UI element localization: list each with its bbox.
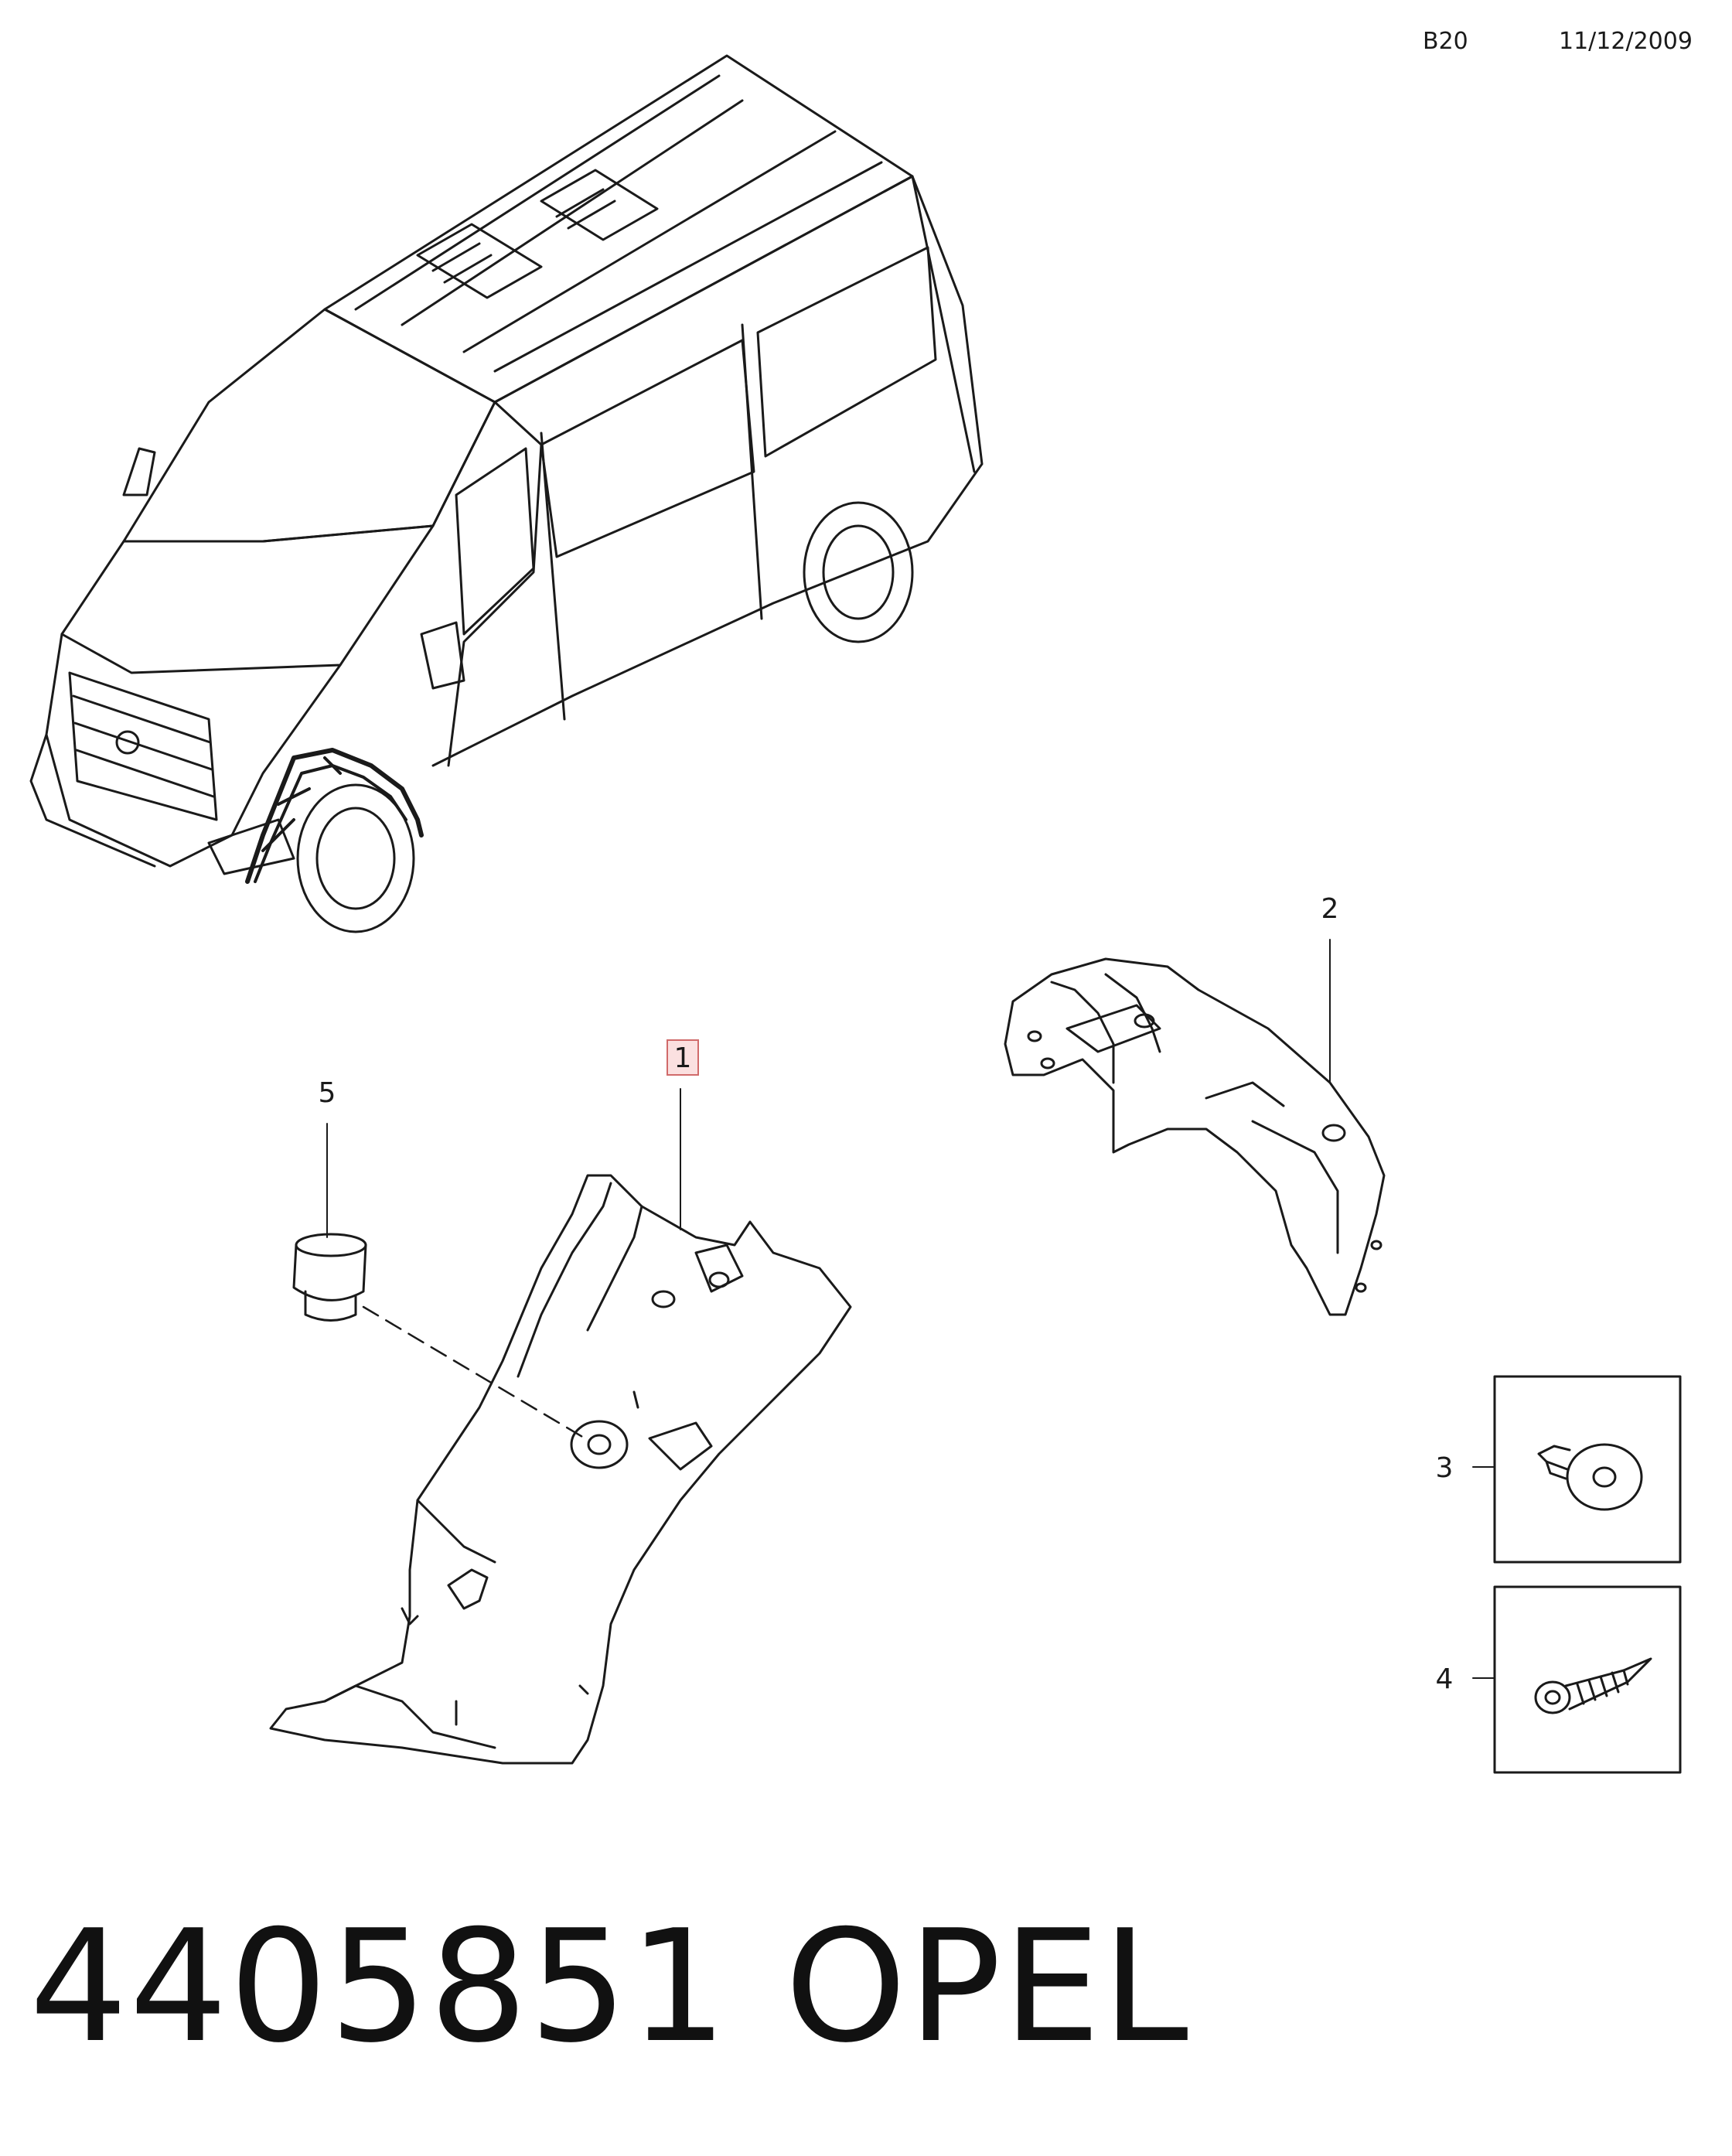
part-3-rivet	[1537, 1443, 1643, 1511]
callout-1-highlight	[667, 1039, 699, 1076]
callout-2-label: 2	[1321, 893, 1339, 925]
van-illustration	[29, 54, 984, 933]
brand-name: OPEL	[785, 1897, 1190, 2077]
callout-5-label: 5	[319, 1077, 336, 1109]
part-5-clip	[292, 1233, 367, 1322]
part-4-screw	[1534, 1657, 1652, 1714]
part-2-liner	[1004, 957, 1386, 1316]
part-1-liner	[269, 1174, 852, 1765]
diagram-date: 11/12/2009	[1559, 28, 1693, 55]
callout-3-label: 3	[1436, 1452, 1454, 1484]
page-code: B20	[1423, 28, 1468, 55]
part-number: 4405851	[29, 1897, 729, 2077]
callout-1-label: 1	[674, 1042, 692, 1074]
callout-4-label: 4	[1436, 1663, 1454, 1695]
